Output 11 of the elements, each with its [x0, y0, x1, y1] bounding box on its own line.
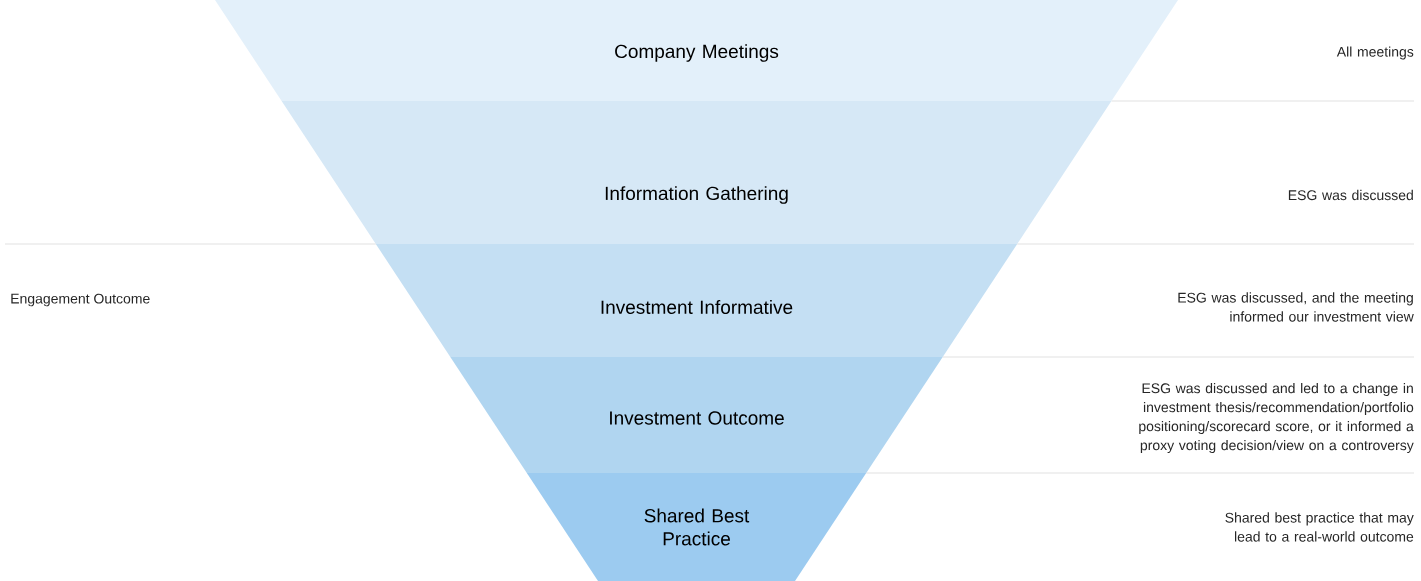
description-text: Shared best practice that may lead to a real-world outcome: [1225, 512, 1414, 542]
funnel-band: Information Gathering: [281, 101, 1112, 244]
funnel-band: Shared Best Practice: [526, 473, 867, 581]
funnel-band: Company Meetings: [215, 0, 1178, 101]
funnel-band: Investment Outcome: [450, 357, 943, 473]
description-text: ESG was discussed: [1288, 189, 1413, 201]
side-label: Engagement Outcome: [11, 293, 150, 307]
description-text: ESG was discussed and led to a change in investment thesis/recommendation/portfolio positioning/scorecard score, or it informed a proxy voting decision/view on a controversy: [1139, 382, 1414, 453]
description-text: All meetings: [1336, 46, 1414, 60]
funnel-band: Investment Informative: [375, 244, 1018, 357]
description-text: ESG was discussed, and the meeting informed our investment view: [1178, 292, 1414, 322]
